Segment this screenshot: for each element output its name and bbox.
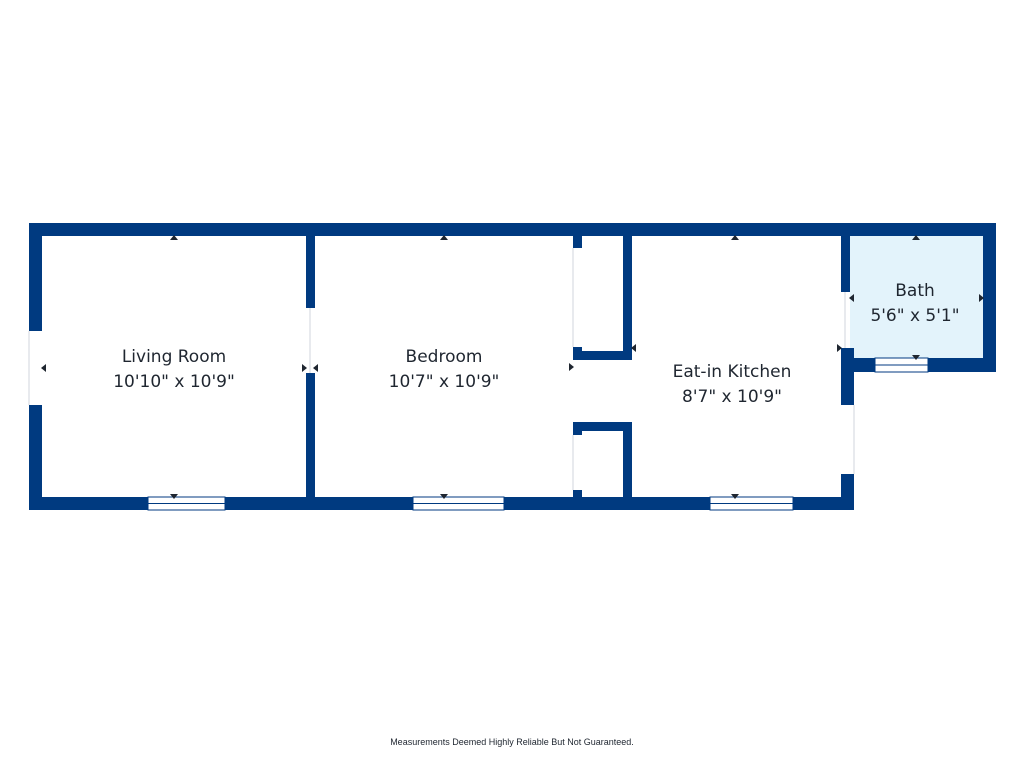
wall-kitchen-bath-upper [841, 236, 850, 292]
room-living: Living Room 10'10" x 10'9" [113, 347, 235, 392]
doorway-lines [28, 248, 855, 490]
measure-markers [41, 235, 984, 499]
wall-living-bedroom-upper [306, 236, 315, 308]
room-dimensions: 10'7" x 10'9" [389, 372, 500, 392]
wall-kitchen-bath-lower [841, 348, 854, 405]
closet-upper-side [623, 236, 632, 360]
room-name: Eat-in Kitchen [673, 362, 792, 382]
wall-left-lower [29, 405, 42, 510]
walls [29, 223, 996, 510]
window-kitchen [709, 496, 794, 511]
wall-kitchen-east-lower [841, 474, 854, 510]
wall-left-upper [29, 223, 42, 331]
room-name: Bedroom [406, 347, 483, 367]
room-dimensions: 10'10" x 10'9" [113, 372, 235, 392]
wall-living-bedroom-lower [306, 373, 315, 497]
windows [147, 357, 929, 511]
room-name: Living Room [122, 347, 226, 367]
room-dimensions: 5'6" x 5'1" [870, 306, 959, 326]
disclaimer-text: Measurements Deemed Highly Reliable But … [390, 737, 634, 747]
room-bath: Bath 5'6" x 5'1" [870, 281, 959, 326]
wall-bedroom-east-lower [573, 490, 582, 500]
room-name: Bath [895, 281, 935, 301]
wall-bedroom-east-upper [573, 236, 582, 248]
window-bedroom [412, 496, 505, 511]
bath-floor [850, 236, 983, 358]
closet-lower-side [623, 422, 632, 500]
closet-upper-bottom [573, 351, 632, 360]
room-kitchen: Eat-in Kitchen 8'7" x 10'9" [673, 362, 792, 407]
window-living [147, 496, 226, 511]
room-bedroom: Bedroom 10'7" x 10'9" [389, 347, 500, 392]
wall-bath-east [983, 223, 996, 372]
wall-top [29, 223, 996, 236]
closet-lower-top [573, 422, 632, 431]
room-dimensions: 8'7" x 10'9" [682, 387, 782, 407]
window-bath [874, 357, 929, 373]
